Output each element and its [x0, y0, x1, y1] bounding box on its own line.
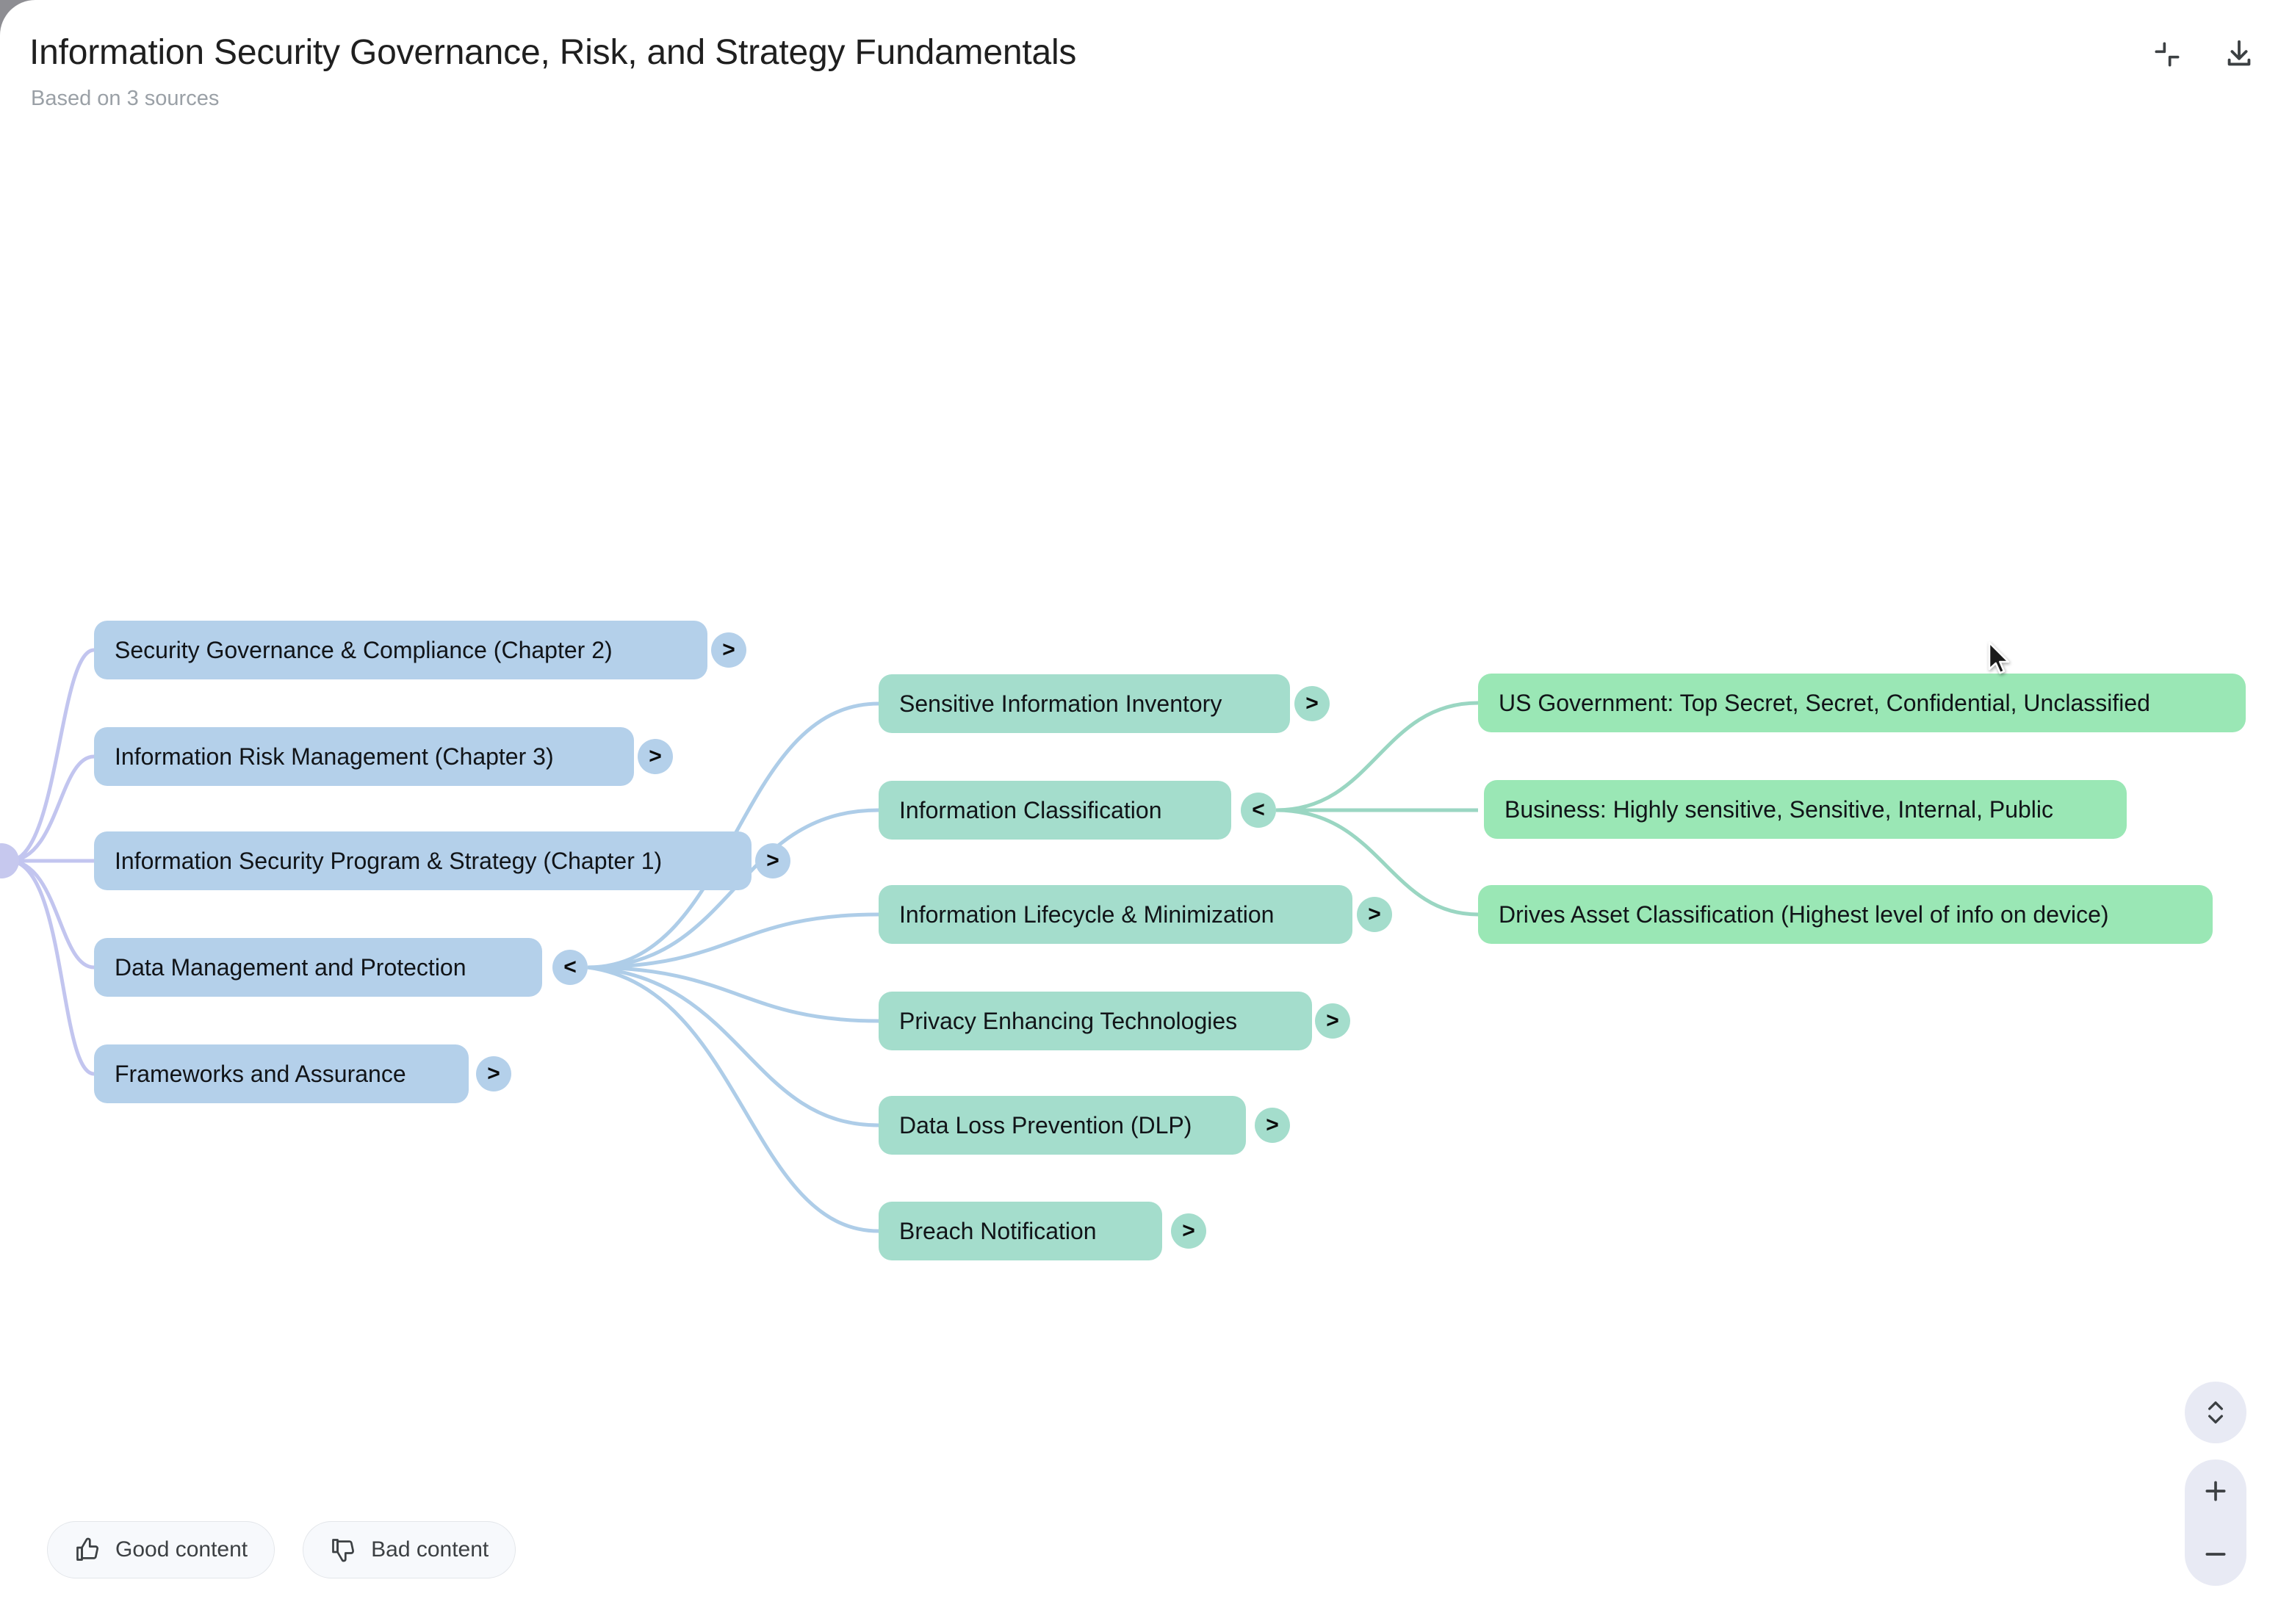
minus-icon — [2201, 1540, 2230, 1569]
node-level2[interactable]: Information Lifecycle & Minimization — [879, 885, 1352, 944]
node-toggle[interactable]: > — [638, 739, 673, 774]
collapse-corners-icon[interactable] — [2148, 35, 2186, 73]
node-toggle[interactable]: > — [1255, 1108, 1290, 1143]
node-toggle-glyph: > — [649, 744, 662, 768]
node-label: Data Loss Prevention (DLP) — [899, 1111, 1192, 1138]
bad-content-label: Bad content — [371, 1537, 489, 1562]
node-level2[interactable]: Privacy Enhancing Technologies — [879, 992, 1312, 1050]
node-label: Sensitive Information Inventory — [899, 690, 1222, 717]
node-level2[interactable]: Information Classification — [879, 781, 1231, 840]
mindmap-root-node[interactable] — [0, 843, 19, 878]
plus-icon — [2201, 1476, 2230, 1506]
node-toggle[interactable]: < — [1241, 793, 1276, 828]
node-toggle[interactable]: < — [552, 950, 588, 985]
node-label: US Government: Top Secret, Secret, Confi… — [1499, 689, 2150, 716]
node-label: Privacy Enhancing Technologies — [899, 1007, 1238, 1034]
node-toggle-glyph: < — [1252, 798, 1265, 822]
zoom-controls — [2185, 1382, 2246, 1586]
node-level1[interactable]: Frameworks and Assurance — [94, 1044, 469, 1103]
node-level1[interactable]: Security Governance & Compliance (Chapte… — [94, 621, 707, 679]
node-label: Information Lifecycle & Minimization — [899, 901, 1275, 928]
node-label: Frameworks and Assurance — [115, 1060, 406, 1087]
node-level3[interactable]: Business: Highly sensitive, Sensitive, I… — [1484, 780, 2127, 839]
node-toggle[interactable]: > — [476, 1056, 511, 1091]
node-level2[interactable]: Breach Notification — [879, 1202, 1162, 1260]
header-actions — [2148, 35, 2258, 73]
fit-to-screen-button[interactable] — [2185, 1382, 2246, 1443]
node-label: Information Classification — [899, 796, 1162, 823]
thumb-down-icon — [330, 1537, 356, 1563]
good-content-label: Good content — [115, 1537, 248, 1562]
zoom-out-button[interactable] — [2185, 1523, 2246, 1586]
node-toggle[interactable]: > — [1357, 897, 1392, 932]
node-level3[interactable]: Drives Asset Classification (Highest lev… — [1478, 885, 2213, 944]
node-label: Information Risk Management (Chapter 3) — [115, 743, 554, 770]
node-toggle[interactable]: > — [1171, 1213, 1206, 1249]
node-level3[interactable]: US Government: Top Secret, Secret, Confi… — [1478, 674, 2246, 732]
node-toggle-glyph: > — [1326, 1008, 1339, 1033]
node-toggle-glyph: > — [1266, 1113, 1279, 1137]
node-toggle-glyph: > — [487, 1061, 500, 1086]
node-toggle[interactable]: > — [1315, 1003, 1350, 1039]
node-toggle-glyph: > — [722, 638, 735, 662]
bad-content-button[interactable]: Bad content — [303, 1521, 516, 1578]
node-toggle[interactable]: > — [755, 843, 790, 878]
node-label: Security Governance & Compliance (Chapte… — [115, 636, 613, 663]
download-icon[interactable] — [2220, 35, 2258, 73]
node-level1[interactable]: Data Management and Protection — [94, 938, 542, 997]
node-level1[interactable]: Information Risk Management (Chapter 3) — [94, 727, 634, 786]
node-label: Drives Asset Classification (Highest lev… — [1499, 901, 2109, 928]
expand-vertical-icon — [2201, 1396, 2230, 1429]
node-toggle[interactable]: > — [1294, 686, 1330, 721]
node-level1[interactable]: Information Security Program & Strategy … — [94, 831, 752, 890]
node-label: Business: Highly sensitive, Sensitive, I… — [1504, 795, 2054, 823]
node-toggle-glyph: > — [1305, 691, 1319, 715]
mouse-cursor — [1988, 641, 2010, 674]
node-label: Information Security Program & Strategy … — [115, 847, 663, 874]
thumb-up-icon — [74, 1537, 101, 1563]
node-toggle[interactable]: > — [711, 632, 746, 668]
node-label: Data Management and Protection — [115, 953, 466, 981]
good-content-button[interactable]: Good content — [47, 1521, 275, 1578]
node-toggle-glyph: > — [1368, 902, 1381, 926]
zoom-in-button[interactable] — [2185, 1459, 2246, 1523]
node-toggle-glyph: > — [1182, 1219, 1195, 1243]
node-level2[interactable]: Sensitive Information Inventory — [879, 674, 1290, 733]
feedback-bar: Good content Bad content — [47, 1521, 516, 1578]
node-toggle-glyph: > — [766, 848, 779, 873]
node-label: Breach Notification — [899, 1217, 1097, 1244]
node-level2[interactable]: Data Loss Prevention (DLP) — [879, 1096, 1246, 1155]
node-toggle-glyph: < — [563, 955, 577, 979]
zoom-pill — [2185, 1459, 2246, 1586]
